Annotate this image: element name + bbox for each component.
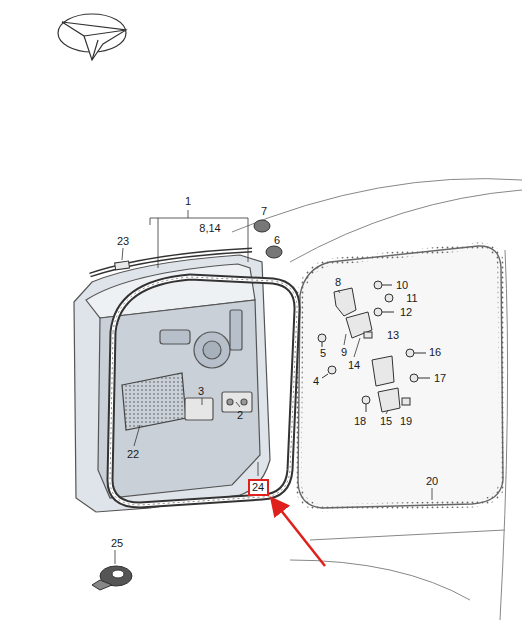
callout-number: 7 [260, 206, 268, 217]
door-seal [90, 250, 297, 505]
hinge-lower-part [378, 388, 400, 412]
callout-number: 23 [116, 236, 130, 247]
callout-number: 20 [425, 476, 439, 487]
callout-number: 15 [379, 416, 393, 427]
callout-number: 13 [386, 330, 400, 341]
callout-number: 8 [334, 277, 342, 288]
callout-number: 9 [340, 347, 348, 358]
callout-number: 3 [197, 386, 205, 397]
clip-23 [115, 261, 130, 270]
small-parts [92, 220, 430, 590]
callout-number: 4 [312, 376, 320, 387]
callout-number: 17 [433, 373, 447, 384]
callout-number: 2 [236, 410, 244, 421]
callout-number: 24 [252, 482, 264, 493]
indicator-arrow [276, 504, 325, 566]
callout-number: 1 [184, 196, 192, 207]
hinge-upper-part [346, 312, 372, 338]
callout-number: 8,14 [198, 223, 221, 234]
body-seal [298, 246, 503, 508]
brand-logo [58, 14, 126, 60]
callout-number: 10 [395, 280, 409, 291]
car-body [232, 179, 522, 620]
callout-number: 16 [428, 347, 442, 358]
callout-number: 12 [399, 307, 413, 318]
highlight-box: 24 [248, 479, 269, 496]
callout-number: 22 [126, 449, 140, 460]
leader-lines [115, 210, 432, 564]
callout-number: 14 [347, 360, 361, 371]
callout-number: 19 [399, 416, 413, 427]
callout-number: 5 [319, 348, 327, 359]
cap-6 [266, 246, 282, 258]
callout-number: 18 [353, 416, 367, 427]
callout-number: 25 [110, 538, 124, 549]
hinge-upper [334, 288, 356, 316]
hinge-lower [372, 356, 394, 386]
sound-insulation [122, 373, 186, 430]
door-shell [74, 255, 270, 512]
callout-number: 11 [405, 293, 418, 304]
door-check [185, 398, 213, 420]
cap-7 [254, 220, 270, 232]
callout-number: 6 [273, 235, 281, 246]
